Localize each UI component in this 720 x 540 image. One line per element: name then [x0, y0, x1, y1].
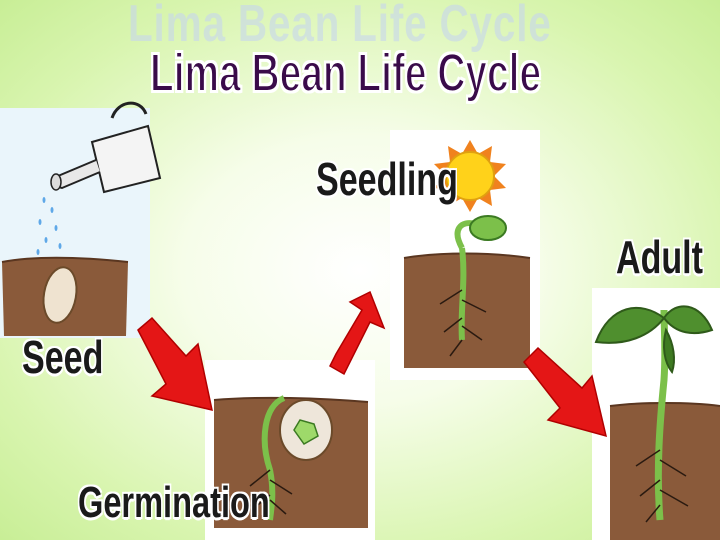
seedling-soil [404, 253, 530, 368]
adult-leaves [594, 305, 714, 375]
arrow-icon [137, 290, 608, 438]
stage-label-germination: Germination [78, 478, 270, 527]
sun-icon [434, 140, 506, 212]
bean-seed [42, 266, 78, 324]
water-drops [36, 197, 62, 255]
stage-label-seedling: Seedling [316, 153, 458, 205]
watering-can-icon [50, 101, 162, 194]
adult-soil [610, 403, 720, 540]
stage-label-adult: Adult [616, 231, 703, 283]
page-title: Lima Bean Life Cycle [149, 42, 542, 104]
stage-label-seed: Seed [22, 331, 104, 383]
seedling-leaves [469, 215, 507, 241]
germination-sprout [261, 395, 286, 521]
